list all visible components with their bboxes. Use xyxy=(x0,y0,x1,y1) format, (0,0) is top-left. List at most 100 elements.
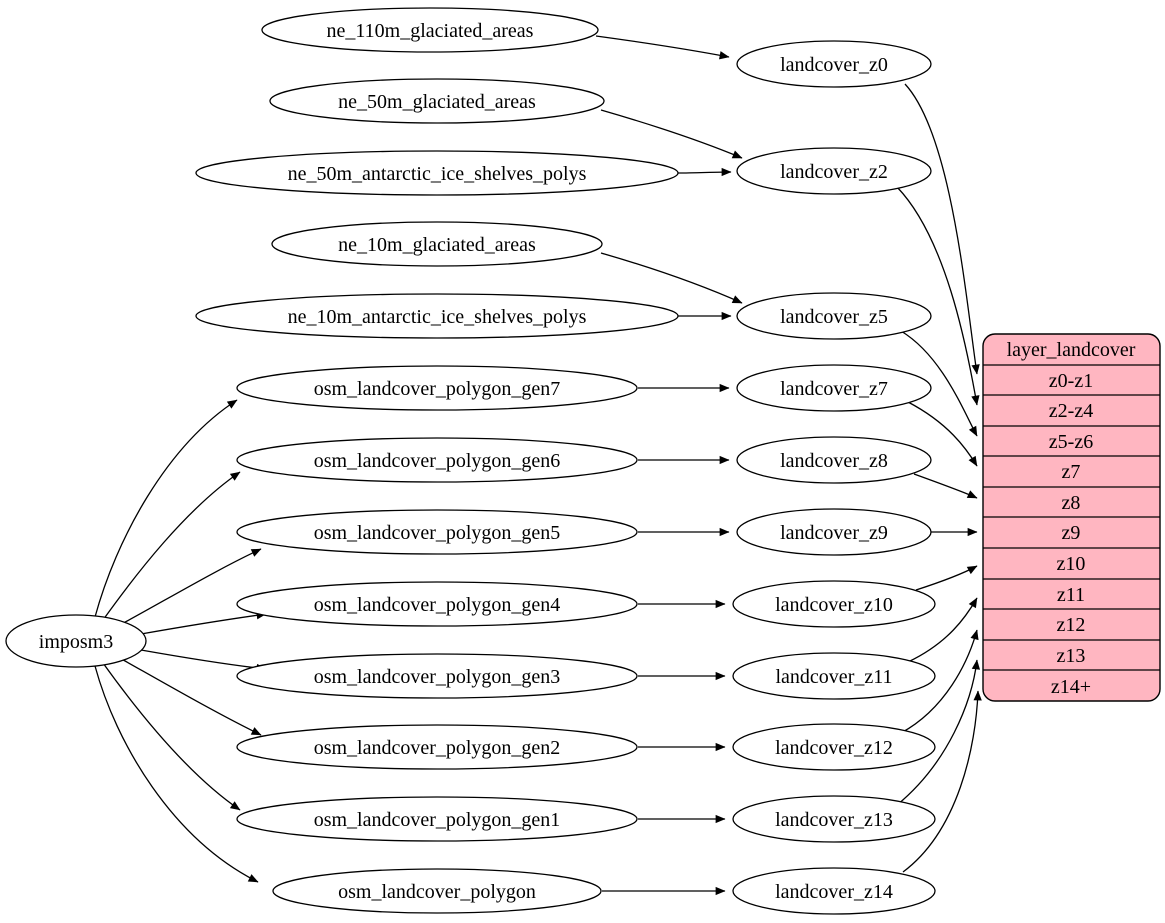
node-landcover-z11-shape xyxy=(732,652,936,700)
node-label: osm_landcover_polygon_gen6 xyxy=(314,450,561,472)
node-layer: imposm3 ne_110m_glaciated_areas ne_50m_g… xyxy=(5,7,936,915)
edge-imposm3-to-gen5 xyxy=(117,548,262,627)
node-landcover-z7-shape xyxy=(736,364,932,412)
record-row-separators xyxy=(983,364,1160,671)
node-landcover-z12-shape xyxy=(732,723,936,771)
node-label: landcover_z8 xyxy=(780,450,888,472)
node-osm-landcover-polygon-gen7-shape xyxy=(236,365,638,411)
node-landcover-z8-shape xyxy=(736,436,932,484)
node-ne-110m-glaciated-areas-shape xyxy=(261,7,599,53)
node-label: landcover_z5 xyxy=(780,306,888,328)
node-label: osm_landcover_polygon xyxy=(338,881,536,903)
node-osm-landcover-polygon-gen6: osm_landcover_polygon_gen6 xyxy=(236,437,638,483)
node-landcover-z0-shape xyxy=(736,40,932,88)
node-landcover-z7: landcover_z7 xyxy=(736,364,932,412)
edge-z11-to-row-z11 xyxy=(907,597,978,663)
edge-ne110m-to-z0 xyxy=(595,35,730,60)
node-landcover-z5: landcover_z5 xyxy=(736,292,932,340)
edge-ne10m-glaciated-to-z5 xyxy=(600,252,743,304)
node-label: landcover_z9 xyxy=(780,522,888,544)
node-ne-10m-glaciated-areas: ne_10m_glaciated_areas xyxy=(271,221,603,267)
node-label: ne_10m_antarctic_ice_shelves_polys xyxy=(288,306,587,328)
edge-ne50m-antarctic-to-z2 xyxy=(677,167,732,177)
node-ne-110m-glaciated-areas: ne_110m_glaciated_areas xyxy=(261,7,599,53)
node-label: osm_landcover_polygon_gen4 xyxy=(314,594,561,616)
node-imposm3-label: imposm3 xyxy=(39,631,113,653)
record-layer-landcover: layer_landcover z0-z1 z2-z4 z5-z6 z7 z8 … xyxy=(982,333,1161,702)
record-row-z9: z9 xyxy=(1062,522,1081,544)
record-row-z0-z1: z0-z1 xyxy=(1049,370,1093,392)
node-label: osm_landcover_polygon_gen1 xyxy=(314,809,561,831)
node-ne-50m-glaciated-areas-shape xyxy=(269,78,605,124)
node-label: ne_50m_antarctic_ice_shelves_polys xyxy=(288,163,587,185)
node-landcover-z10-shape xyxy=(732,580,936,628)
node-label: ne_110m_glaciated_areas xyxy=(327,20,534,42)
node-landcover-z2: landcover_z2 xyxy=(736,147,932,195)
node-landcover-z14-shape xyxy=(732,867,936,915)
edge-z8-to-row-z8 xyxy=(913,473,978,499)
node-landcover-z5-shape xyxy=(736,292,932,340)
edge-z12-to-row-z12 xyxy=(900,629,979,734)
node-label: osm_landcover_polygon_gen5 xyxy=(314,522,561,544)
node-landcover-z9: landcover_z9 xyxy=(736,508,932,556)
node-label: landcover_z13 xyxy=(775,809,893,831)
node-osm-landcover-polygon-shape xyxy=(272,868,602,914)
record-row-z5-z6: z5-z6 xyxy=(1049,431,1093,453)
record-row-z12: z12 xyxy=(1057,614,1086,636)
node-label: landcover_z14 xyxy=(775,881,893,903)
node-ne-50m-antarctic-ice-shelves-polys: ne_50m_antarctic_ice_shelves_polys xyxy=(195,150,679,196)
node-ne-50m-antarctic-ice-shelves-polys-shape xyxy=(195,150,679,196)
node-label: osm_landcover_polygon_gen7 xyxy=(314,378,561,400)
edge-imposm3-to-gen6 xyxy=(102,471,241,621)
node-landcover-z11: landcover_z11 xyxy=(732,652,936,700)
edge-z2-to-row-z2-z4 xyxy=(896,186,980,406)
node-ne-10m-glaciated-areas-shape xyxy=(271,221,603,267)
record-row-z2-z4: z2-z4 xyxy=(1049,400,1093,422)
node-landcover-z9-shape xyxy=(736,508,932,556)
edge-imposm3-to-polygon xyxy=(94,665,259,883)
node-label: osm_landcover_polygon_gen3 xyxy=(314,666,561,688)
node-osm-landcover-polygon-gen3-shape xyxy=(236,653,638,699)
edge-imposm3-to-gen7 xyxy=(94,399,238,618)
node-osm-landcover-polygon-gen1: osm_landcover_polygon_gen1 xyxy=(236,796,638,842)
node-label: osm_landcover_polygon_gen2 xyxy=(314,737,561,759)
record-row-z11: z11 xyxy=(1057,584,1085,606)
node-landcover-z13-shape xyxy=(732,795,936,843)
node-landcover-z2-shape xyxy=(736,147,932,195)
edge-z10-to-row-z10 xyxy=(915,565,978,591)
node-landcover-z14: landcover_z14 xyxy=(732,867,936,915)
node-osm-landcover-polygon-gen6-shape xyxy=(236,437,638,483)
node-imposm3-shape xyxy=(5,614,147,668)
node-ne-50m-glaciated-areas: ne_50m_glaciated_areas xyxy=(269,78,605,124)
node-osm-landcover-polygon-gen2-shape xyxy=(236,724,638,770)
node-landcover-z12: landcover_z12 xyxy=(732,723,936,771)
node-label: landcover_z2 xyxy=(780,161,888,183)
edge-ne50m-glaciated-to-z2 xyxy=(600,109,743,159)
node-landcover-z8: landcover_z8 xyxy=(736,436,932,484)
edge-z7-to-row-z7 xyxy=(907,401,978,467)
record-row-z8: z8 xyxy=(1062,492,1081,514)
record-row-z7: z7 xyxy=(1062,461,1081,483)
node-osm-landcover-polygon-gen3: osm_landcover_polygon_gen3 xyxy=(236,653,638,699)
edge-z14-to-row-z14plus xyxy=(902,690,982,873)
node-ne-10m-antarctic-ice-shelves-polys: ne_10m_antarctic_ice_shelves_polys xyxy=(195,293,679,339)
record-row-z10: z10 xyxy=(1057,553,1086,575)
edge-layer xyxy=(94,35,982,896)
node-landcover-z13: landcover_z13 xyxy=(732,795,936,843)
edge-imposm3-to-gen1 xyxy=(102,662,241,811)
node-label: landcover_z0 xyxy=(780,54,888,76)
node-label: landcover_z10 xyxy=(775,594,893,616)
node-osm-landcover-polygon-gen5: osm_landcover_polygon_gen5 xyxy=(236,509,638,555)
node-osm-landcover-polygon-gen1-shape xyxy=(236,796,638,842)
node-landcover-z0: landcover_z0 xyxy=(736,40,932,88)
edge-z0-to-row-z0-z1 xyxy=(904,83,980,375)
record-title: layer_landcover xyxy=(1007,339,1136,361)
node-imposm3: imposm3 xyxy=(5,614,147,668)
node-osm-landcover-polygon-gen5-shape xyxy=(236,509,638,555)
node-osm-landcover-polygon-gen7: osm_landcover_polygon_gen7 xyxy=(236,365,638,411)
edge-imposm3-to-gen3 xyxy=(140,649,267,673)
edge-z5-to-row-z5-z6 xyxy=(900,330,978,437)
node-label: landcover_z12 xyxy=(775,737,893,759)
node-osm-landcover-polygon-gen4-shape xyxy=(236,581,638,627)
